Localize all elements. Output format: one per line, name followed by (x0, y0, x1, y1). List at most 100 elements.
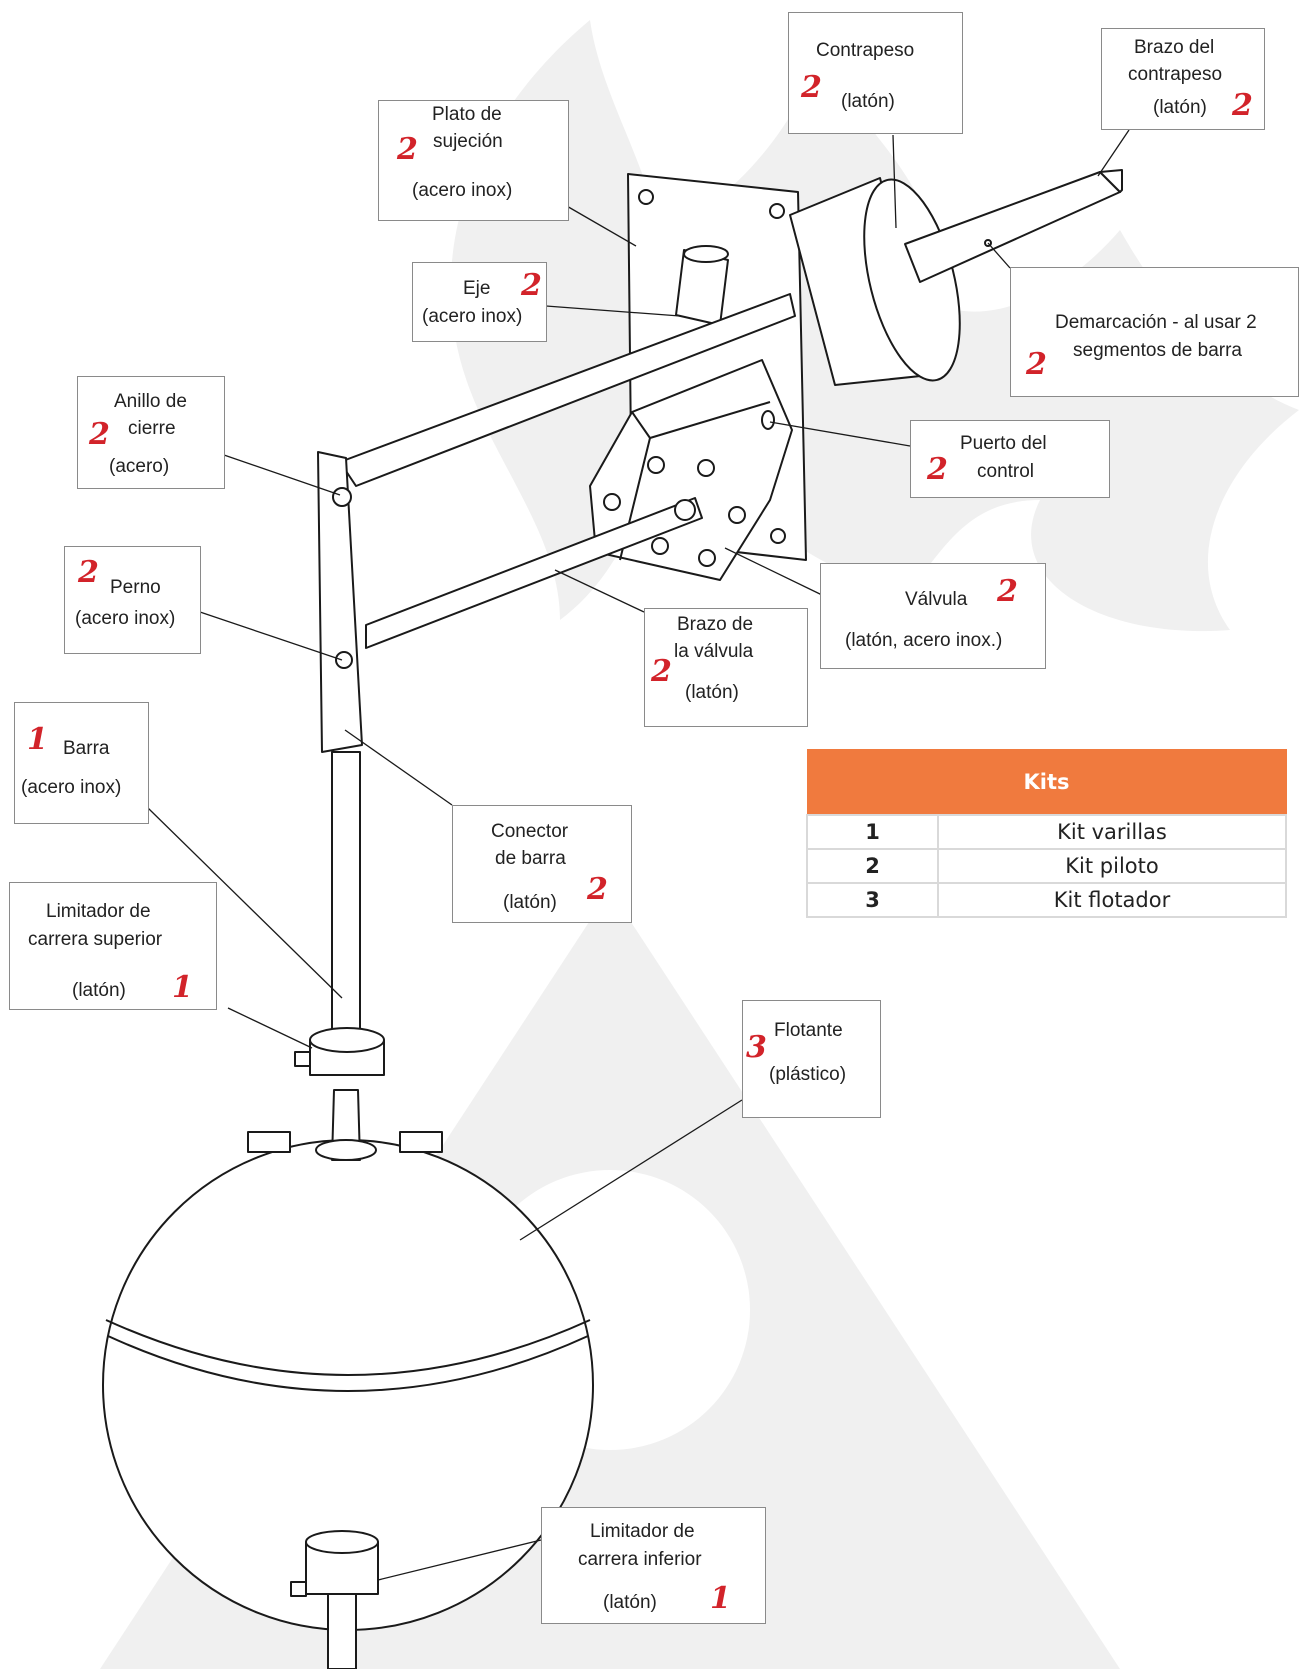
valve-arm-nut (674, 499, 696, 521)
part-material: (acero inox) (412, 180, 513, 201)
callout-brazo-contrapeso: Brazo del contrapeso (latón) 2 (1101, 28, 1265, 130)
callout-valvula: Válvula 2 (latón, acero inox.) (820, 563, 1046, 669)
table-row: 1 Kit varillas (806, 814, 1287, 850)
callout-limitador-inferior: Limitador de carrera inferior (latón) 1 (541, 1507, 766, 1624)
callout-contrapeso: Contrapeso 2 (latón) (788, 12, 963, 134)
bolt-pin (335, 651, 353, 669)
kit-number: 2 (1232, 88, 1253, 123)
callout-demarcacion: Demarcación - al usar 2 segmentos de bar… (1010, 267, 1299, 397)
valve-arm (365, 497, 703, 649)
kit-number: 2 (1026, 347, 1047, 382)
kit-number: 2 (89, 417, 110, 452)
callout-barra: 1 Barra (acero inox) (14, 702, 149, 824)
leader-lines (147, 129, 1130, 1581)
callout-eje: Eje 2 (acero inox) (412, 262, 547, 342)
kit-number: 2 (927, 452, 948, 487)
callout-limitador-superior: Limitador de carrera superior (latón) 1 (9, 882, 217, 1010)
part-material: (plástico) (769, 1064, 847, 1085)
valve-bolt-icon (651, 537, 669, 555)
table-row: 3 Kit flotador (806, 882, 1287, 918)
kit-name-cell: Kit flotador (937, 882, 1287, 918)
kit-number-cell: 3 (806, 882, 939, 918)
callout-plato-sujecion: Plato de sujeción 2 (acero inox) (378, 100, 569, 221)
kit-number: 3 (746, 1030, 767, 1065)
kit-number-cell: 1 (806, 814, 939, 850)
kit-number-cell: 2 (806, 848, 939, 884)
part-name: cierre (128, 418, 176, 439)
part-name: carrera inferior (578, 1549, 702, 1570)
part-name: Perno (110, 577, 161, 598)
counterweight-face (863, 178, 961, 382)
part-name: control (977, 461, 1035, 482)
part-material: (latón) (603, 1592, 657, 1613)
part-name: Anillo de (114, 391, 187, 412)
collar-top (305, 1530, 379, 1554)
float-tab (247, 1131, 291, 1153)
part-name: carrera superior (28, 929, 163, 950)
kit-number: 2 (78, 555, 99, 590)
kit-number: 2 (587, 872, 608, 907)
callout-conector-barra: Conector de barra (latón) 2 (452, 805, 632, 923)
kit-number: 2 (801, 70, 822, 105)
part-name: Eje (463, 278, 491, 299)
table-row: 2 Kit piloto (806, 848, 1287, 884)
part-material: (latón, acero inox.) (845, 630, 1003, 651)
part-material: (acero) (109, 456, 170, 477)
kit-name-cell: Kit varillas (937, 814, 1287, 850)
axle-end (683, 245, 729, 263)
valve-bolt-icon (728, 506, 746, 524)
plate-hole-icon (638, 189, 654, 205)
kit-number: 2 (521, 268, 542, 303)
valve-bolt-icon (647, 456, 665, 474)
part-material: (acero inox) (75, 608, 176, 629)
part-name: Demarcación - al usar 2 (1055, 312, 1257, 333)
part-name: Limitador de (46, 901, 151, 922)
kit-number: 2 (651, 654, 672, 689)
part-material: (latón) (841, 91, 895, 112)
kit-number: 2 (397, 132, 418, 167)
part-name: Flotante (774, 1020, 843, 1041)
callout-puerto-control: Puerto del 2 control (910, 420, 1110, 498)
part-name: de barra (495, 848, 566, 869)
part-material: (latón) (685, 682, 739, 703)
collar-top (309, 1027, 385, 1053)
rod (331, 751, 361, 1049)
part-name: Conector (491, 821, 569, 842)
control-port (761, 410, 775, 430)
part-material: (latón) (1153, 97, 1207, 118)
part-name: Limitador de (590, 1521, 695, 1542)
valve-bolt-icon (697, 459, 715, 477)
kit-number: 1 (172, 970, 193, 1005)
callout-flotante: 3 Flotante (plástico) (742, 1000, 881, 1118)
kit-number: 1 (710, 1581, 731, 1616)
valve-bolt-icon (603, 493, 621, 511)
upper-arm (339, 293, 796, 487)
part-material: (acero inox) (422, 306, 523, 327)
part-material: (latón) (72, 980, 126, 1001)
float-tab (399, 1131, 443, 1153)
plate-hole-icon (770, 528, 786, 544)
part-name: la válvula (674, 641, 754, 662)
lock-ring (332, 487, 352, 507)
kits-table: Kits 1 Kit varillas 2 Kit piloto 3 Kit f… (806, 749, 1287, 918)
part-name: Brazo del (1134, 37, 1215, 58)
part-material: (acero inox) (21, 777, 122, 798)
rod-connector (317, 451, 363, 753)
part-name: Barra (63, 738, 110, 759)
part-name: Válvula (905, 589, 968, 610)
part-name: segmentos de barra (1073, 340, 1242, 361)
callout-anillo-cierre: Anillo de 2 cierre (acero) (77, 376, 225, 489)
part-name: Puerto del (960, 433, 1047, 454)
kit-number: 1 (27, 722, 48, 757)
collar-screw (294, 1051, 311, 1067)
part-name: Brazo de (677, 614, 754, 635)
part-material: (latón) (503, 892, 557, 913)
collar-screw (290, 1581, 307, 1597)
callout-brazo-valvula: Brazo de la válvula 2 (latón) (644, 608, 808, 727)
part-name: Plato de (432, 104, 502, 125)
valve-bolt-icon (698, 549, 716, 567)
kit-number: 2 (997, 574, 1018, 609)
part-name: contrapeso (1128, 64, 1223, 85)
kits-table-header: Kits (806, 749, 1287, 816)
